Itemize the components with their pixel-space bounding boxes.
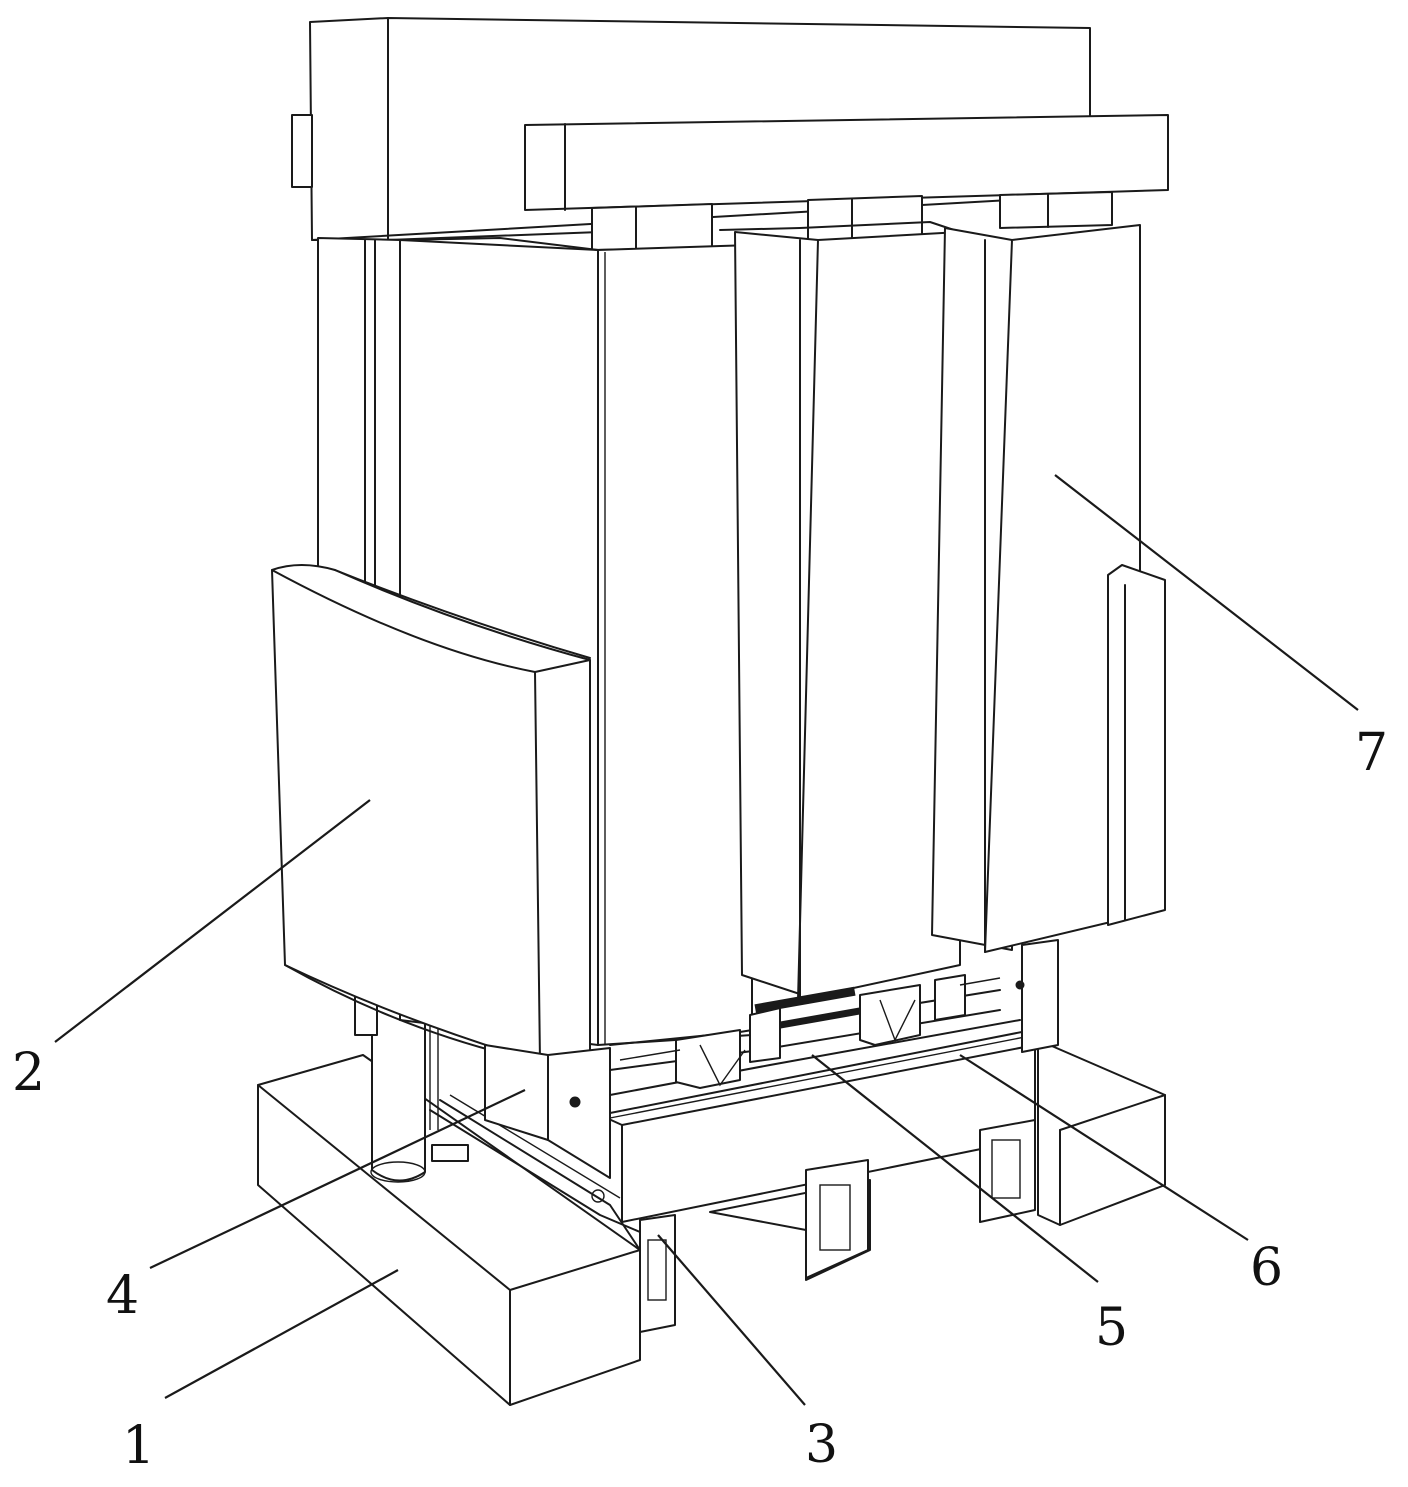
leader-2: [54, 799, 371, 1043]
label-7: 7: [1355, 723, 1388, 783]
leader-7: [1054, 474, 1359, 711]
beam-connectors: [591, 191, 1113, 251]
tower-2: [719, 221, 961, 1001]
lower-mechanism: [484, 939, 1059, 1179]
label-3: 3: [805, 1415, 838, 1475]
leader-6: [959, 1054, 1249, 1241]
label-4: 4: [106, 1266, 139, 1326]
curved-panel: [271, 564, 591, 1063]
label-5: 5: [1095, 1298, 1128, 1358]
leader-3: [657, 1234, 806, 1406]
base-block-right: [1037, 1039, 1166, 1226]
leader-5: [811, 1054, 1099, 1283]
front-upper-beam: [524, 114, 1169, 211]
leader-4: [149, 1089, 526, 1269]
base-block-left: [257, 1054, 641, 1406]
leader-1: [164, 1269, 399, 1399]
label-1: 1: [122, 1416, 155, 1476]
label-2: 2: [12, 1043, 45, 1103]
reference-numerals: 1 2 3 4 5 6 7: [12, 723, 1388, 1476]
label-6: 6: [1250, 1238, 1283, 1298]
leader-lines: [54, 474, 1359, 1406]
tower-3: [931, 224, 1166, 953]
